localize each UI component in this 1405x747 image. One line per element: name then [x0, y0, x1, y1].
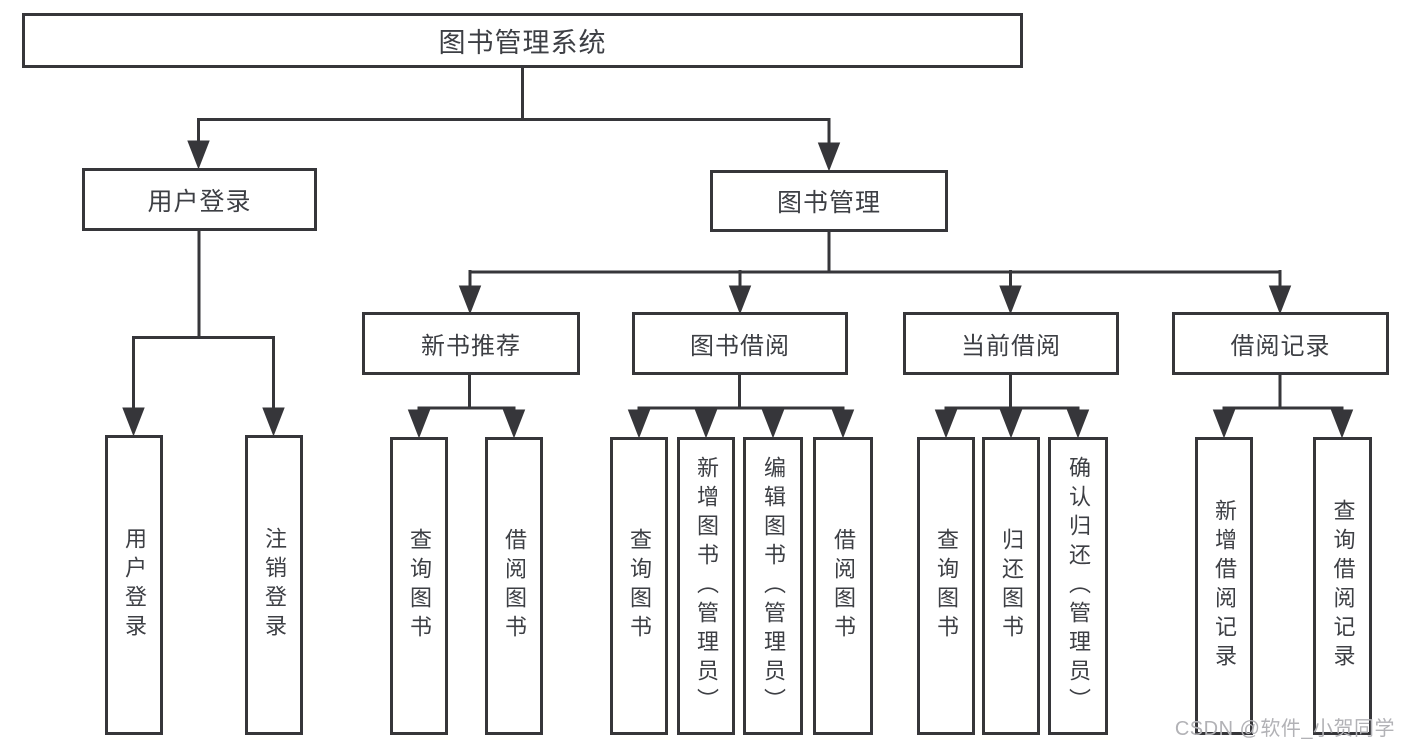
node-user-login: 用户登录 — [82, 168, 317, 231]
node-new-book-recommendation: 新书推荐 — [362, 312, 580, 375]
node-edit-book-admin: 编辑图书（管理员） — [743, 437, 803, 735]
leaf-label: 查询图书 — [934, 528, 959, 644]
node-add-book-admin: 新增图书（管理员） — [677, 437, 735, 735]
leaf-label: 新增借阅记录 — [1212, 499, 1237, 673]
leaf-label: 确认归还（管理员） — [1066, 455, 1091, 717]
node-library-system: 图书管理系统 — [22, 13, 1023, 68]
wires-records-split — [1212, 373, 1354, 439]
node-confirm-return-admin: 确认归还（管理员） — [1048, 437, 1108, 735]
wires-current-split — [934, 373, 1090, 439]
wires-mgmt-split — [458, 230, 1292, 315]
node-user-login-leaf: 用户登录 — [105, 435, 163, 735]
node-query-books-recommend: 查询图书 — [390, 437, 448, 735]
leaf-label: 查询借阅记录 — [1330, 499, 1356, 673]
node-borrowing-records: 借阅记录 — [1172, 312, 1389, 375]
node-book-management: 图书管理 — [710, 170, 948, 232]
wires-root-split — [187, 66, 841, 172]
leaf-label: 用户登录 — [122, 527, 147, 643]
leaf-label: 查询图书 — [407, 528, 432, 644]
node-query-borrow-record: 查询借阅记录 — [1313, 437, 1372, 735]
node-add-borrow-record: 新增借阅记录 — [1195, 437, 1253, 735]
wires-user-split — [122, 229, 285, 437]
wires-borrow-split — [627, 373, 855, 439]
leaf-label: 注销登录 — [262, 527, 287, 643]
node-logout-leaf: 注销登录 — [245, 435, 303, 735]
wires-newbook-split — [407, 373, 526, 439]
node-query-books-borrow: 查询图书 — [610, 437, 668, 735]
leaf-label: 借阅图书 — [831, 528, 856, 644]
watermark-text: CSDN @软件_小贺同学 — [1174, 718, 1395, 740]
leaf-label: 新增图书（管理员） — [694, 455, 719, 717]
node-current-borrowing: 当前借阅 — [903, 312, 1119, 375]
leaf-label: 编辑图书（管理员） — [761, 455, 786, 717]
leaf-label: 查询图书 — [627, 528, 652, 644]
node-return-books: 归还图书 — [982, 437, 1040, 735]
leaf-label: 归还图书 — [999, 528, 1024, 644]
leaf-label: 借阅图书 — [502, 528, 527, 644]
node-book-borrowing: 图书借阅 — [632, 312, 848, 375]
node-query-books-current: 查询图书 — [917, 437, 975, 735]
node-borrow-books-recommend: 借阅图书 — [485, 437, 543, 735]
node-borrow-books-leaf: 借阅图书 — [813, 437, 873, 735]
